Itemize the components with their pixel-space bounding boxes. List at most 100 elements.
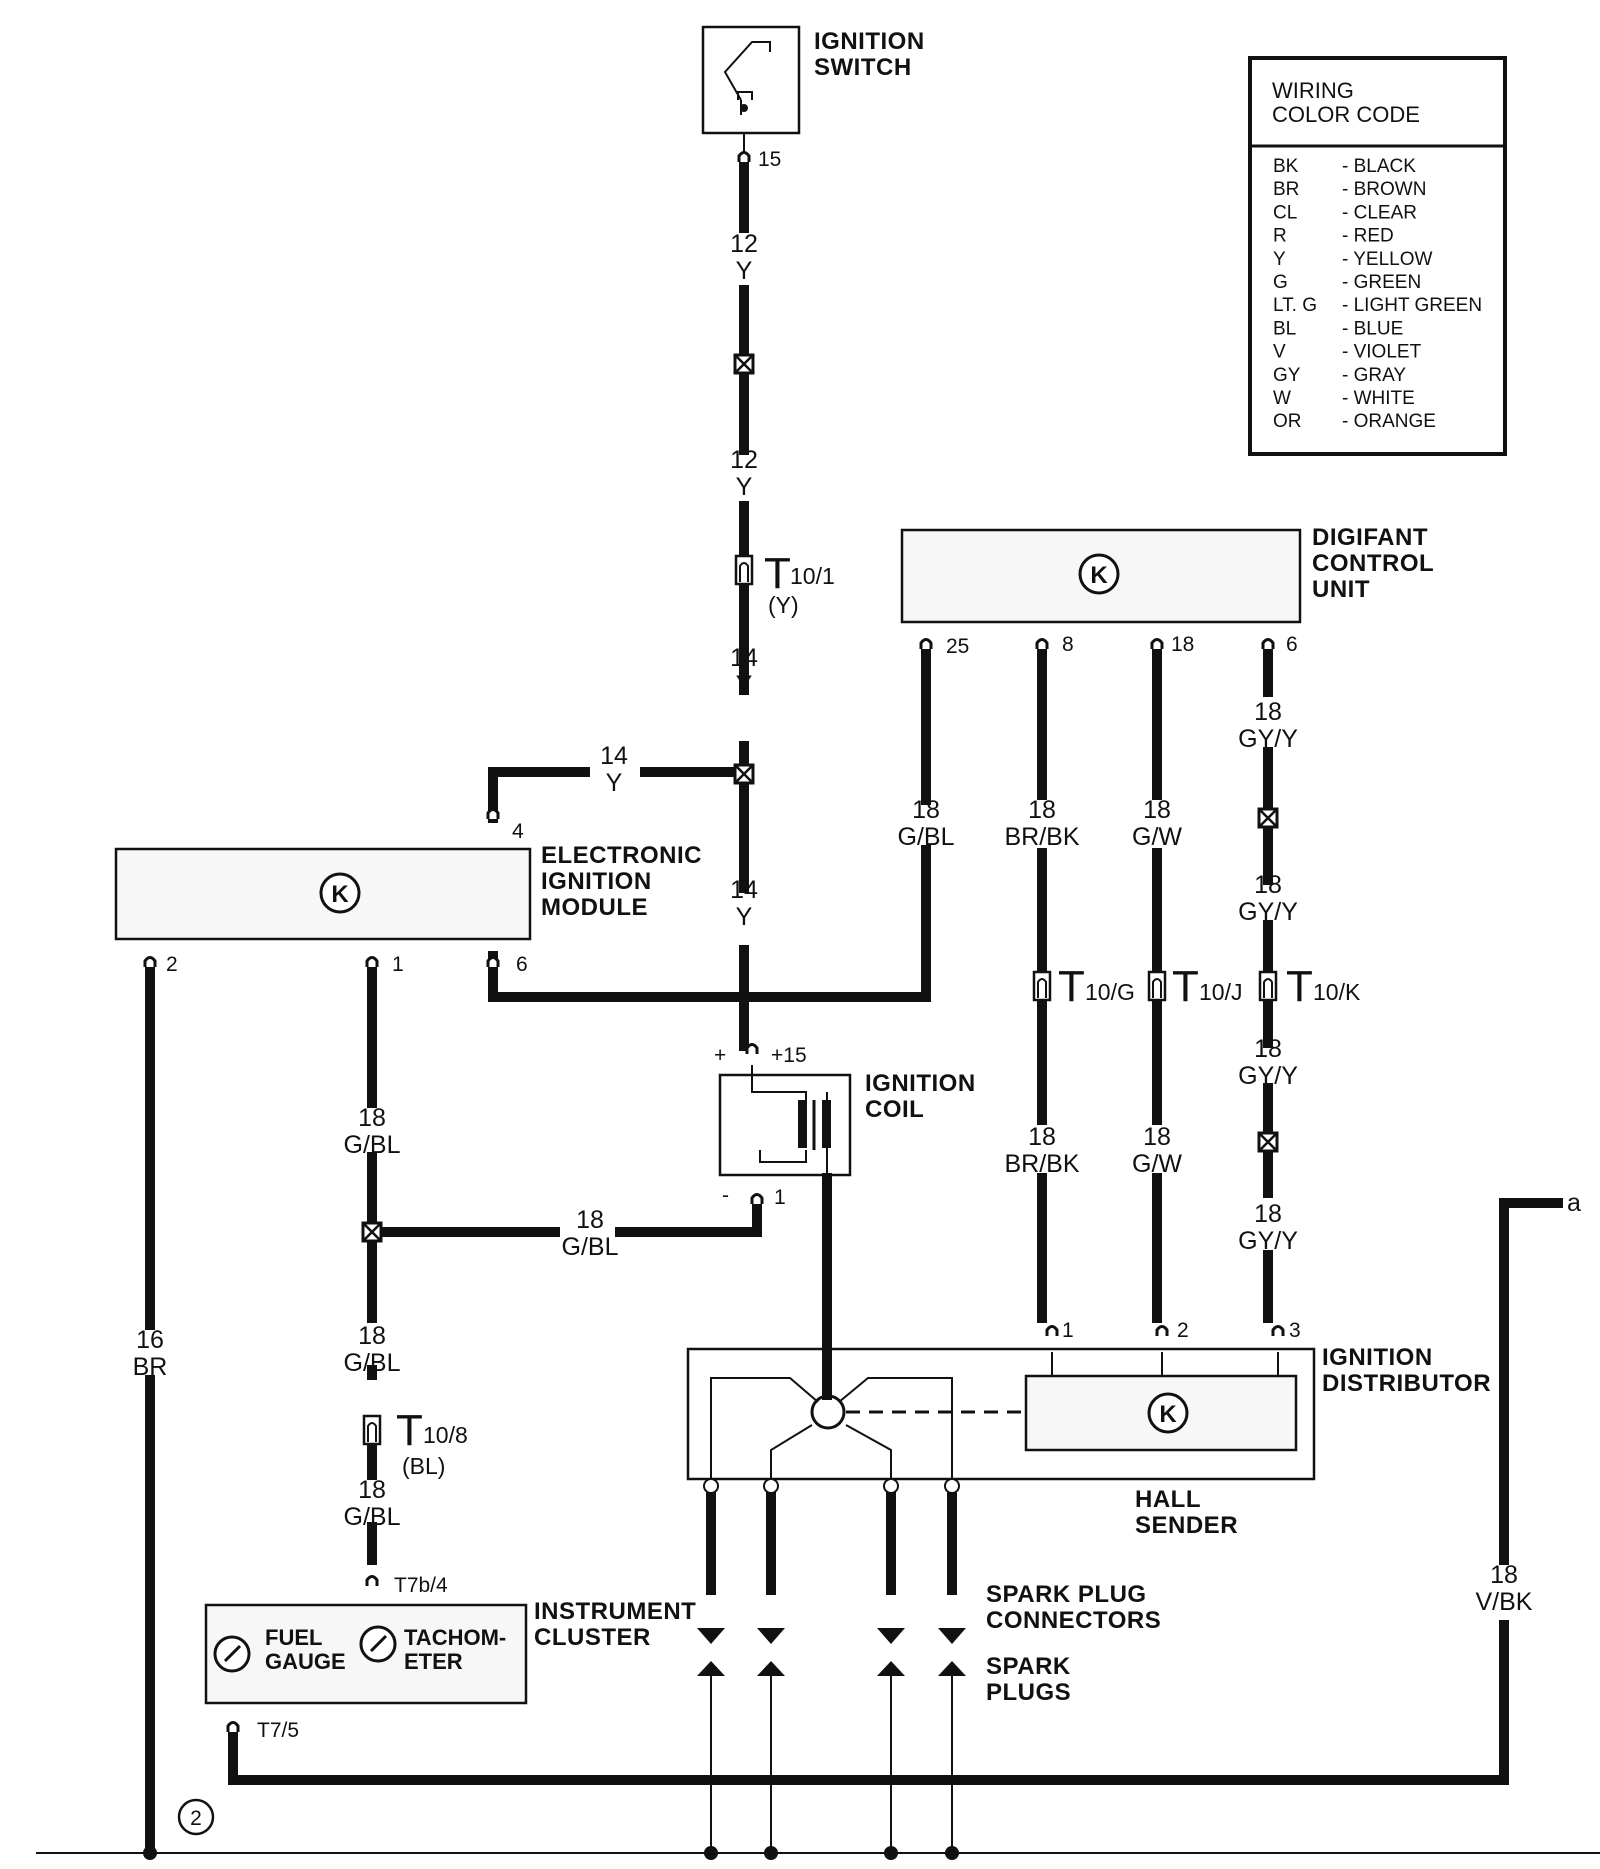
legend-color-name: - YELLOW <box>1342 249 1433 270</box>
legend-color-name: - GREEN <box>1342 272 1421 293</box>
pin-terminal <box>750 1193 764 1204</box>
svg-text:10/G: 10/G <box>1085 979 1135 1005</box>
svg-text:T: T <box>1172 962 1199 1011</box>
legend-code: OR <box>1273 411 1302 432</box>
svg-text:T: T <box>396 1406 423 1455</box>
connector-t10-j: T 10/J <box>1172 962 1242 1011</box>
spark-plug-symbols <box>143 1478 966 1860</box>
svg-text:(Y): (Y) <box>768 592 799 618</box>
legend-code: W <box>1273 388 1291 409</box>
wire-splice <box>733 763 755 785</box>
legend-code: G <box>1273 272 1288 293</box>
svg-text:10/K: 10/K <box>1313 979 1361 1005</box>
connector-plug-symbol <box>1258 970 1278 1002</box>
pin-dcu25: 25 <box>946 635 969 658</box>
legend-code: CL <box>1273 202 1297 223</box>
pin-labels: 15 25 8 18 6 4 2 1 6 + +15 - 1 1 2 3 T7b… <box>166 148 1581 1836</box>
pin-terminal <box>737 151 751 162</box>
legend-color-name: - RED <box>1342 226 1394 247</box>
connector-plug-symbols <box>362 554 1278 1446</box>
eim-control-icon: K <box>331 881 349 908</box>
svg-text:10/8: 10/8 <box>423 1422 468 1448</box>
wire-splice <box>733 353 755 375</box>
pin-coil-minus: - <box>722 1184 729 1207</box>
legend-color-name: - GRAY <box>1342 365 1406 386</box>
connector-t10-8: T 10/8 (BL) <box>396 1406 468 1479</box>
dcu-control-icon: K <box>1090 562 1108 589</box>
tachometer-label: TACHOM-ETER <box>404 1625 506 1674</box>
connector-plug-symbol <box>734 554 754 586</box>
pin-terminal <box>1155 1325 1169 1336</box>
legend-color-name: - BLUE <box>1342 318 1403 339</box>
connector-plug-symbol <box>1147 970 1167 1002</box>
connector-t10-k: T 10/K <box>1286 962 1361 1011</box>
legend-color-name: - ORANGE <box>1342 411 1436 432</box>
legend-color-name: - WHITE <box>1342 388 1415 409</box>
connector-labels: T 10/1 (Y) T 10/G T 10/J T 10/K T 10/8 (… <box>396 549 1361 1479</box>
wire-splice <box>1257 807 1279 829</box>
legend-color-name: - VIOLET <box>1342 342 1422 363</box>
connector-t10-1: T 10/1 (Y) <box>764 549 835 618</box>
pin-terminals <box>143 151 1285 1732</box>
connector-plug-symbol <box>362 1414 382 1446</box>
connector-plug-symbol <box>1032 970 1052 1002</box>
pin-terminal <box>486 956 500 967</box>
pin-dist3: 3 <box>1289 1319 1301 1342</box>
legend-color-name: - LIGHT GREEN <box>1342 295 1482 316</box>
legend-code: BK <box>1273 156 1299 177</box>
pin-sw15: 15 <box>758 148 781 171</box>
pin-coil-plus: + <box>714 1044 726 1067</box>
distributor-control-icon: K <box>1159 1401 1177 1428</box>
legend-code: BL <box>1273 318 1296 339</box>
pin-dcu6: 6 <box>1286 633 1298 656</box>
legend-code: BR <box>1273 179 1299 200</box>
pin-eim4: 4 <box>512 820 524 843</box>
svg-text:T: T <box>764 549 791 598</box>
svg-text:10/1: 10/1 <box>790 563 835 589</box>
ground-point-label: 2 <box>190 1807 202 1830</box>
pin-terminal <box>226 1721 240 1732</box>
wire-splice <box>361 1221 383 1243</box>
svg-text:10/J: 10/J <box>1199 979 1242 1005</box>
pin-dist2: 2 <box>1177 1319 1189 1342</box>
pin-terminal <box>143 956 157 967</box>
legend-color-name: - BROWN <box>1342 179 1426 200</box>
pin-terminal <box>365 956 379 967</box>
pin-eim2: 2 <box>166 953 178 976</box>
pin-t75: T7/5 <box>257 1719 299 1742</box>
splices <box>361 353 1279 1243</box>
svg-text:T: T <box>1286 962 1313 1011</box>
